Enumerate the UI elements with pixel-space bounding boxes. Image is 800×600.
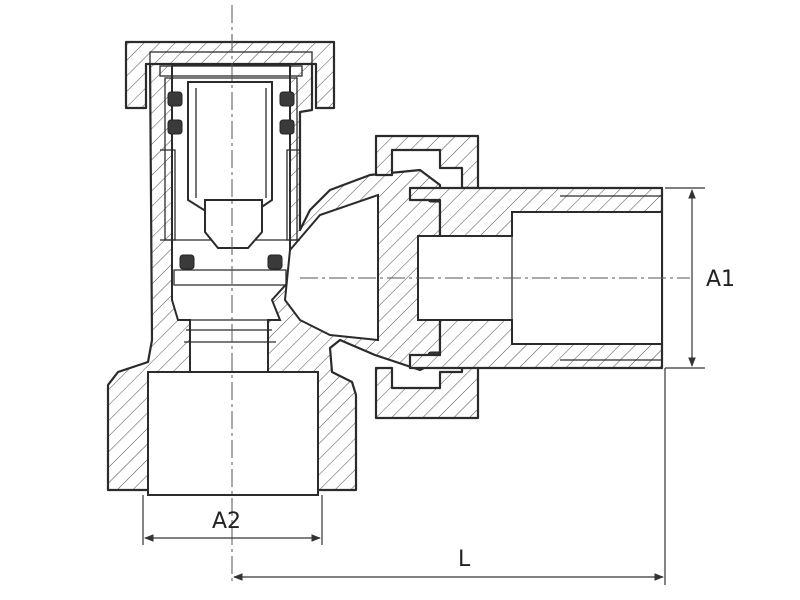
label-l: L	[458, 547, 471, 572]
dimension-a1: A1	[665, 187, 735, 369]
valve-body	[106, 56, 442, 496]
label-a2: A2	[212, 509, 241, 534]
dimension-a2: A2	[142, 495, 323, 545]
label-a1: A1	[706, 267, 735, 292]
valve-spindle	[160, 77, 300, 343]
centre-lines	[231, 5, 690, 585]
top-cap	[124, 40, 336, 110]
dimension-l: L	[233, 368, 666, 585]
